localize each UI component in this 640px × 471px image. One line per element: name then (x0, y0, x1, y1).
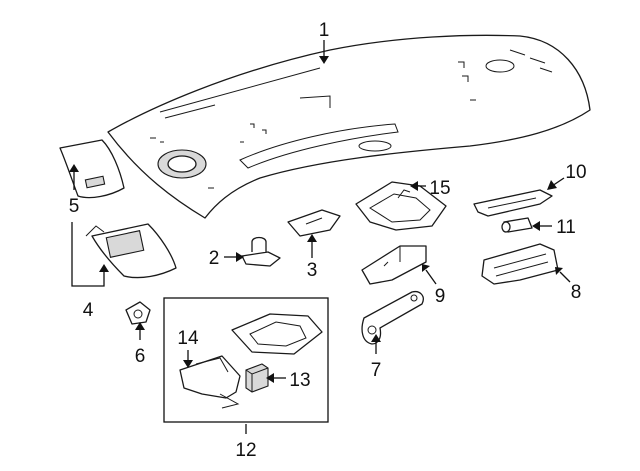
callout-5: 5 (69, 196, 80, 217)
part-3-bracket (287, 209, 341, 237)
callout-2: 2 (209, 248, 220, 269)
part-5-visor (59, 139, 125, 199)
part-6-clip (125, 301, 151, 325)
callout-8: 8 (571, 282, 582, 303)
part-12-tray (231, 313, 323, 355)
leader-lines (69, 40, 571, 434)
callout-7: 7 (371, 360, 382, 381)
callout-3: 3 (307, 260, 318, 281)
part-8-trim (481, 243, 559, 285)
part-13-switch (245, 363, 269, 393)
callout-10: 10 (565, 162, 586, 183)
callout-13: 13 (289, 370, 310, 391)
callout-11: 11 (556, 217, 576, 238)
callout-12: 12 (235, 440, 256, 461)
part-1-headliner (107, 34, 591, 219)
part-15-console (355, 181, 447, 231)
group-12-box (163, 297, 329, 423)
part-9-bracket (361, 245, 427, 285)
callout-1: 1 (319, 20, 330, 41)
callout-6: 6 (135, 346, 146, 367)
callout-9: 9 (435, 286, 446, 307)
part-11-bulb (501, 217, 533, 233)
callout-4: 4 (83, 300, 94, 321)
part-2-block (241, 236, 281, 267)
part-14-lamp (179, 355, 241, 409)
part-10-bracket (473, 189, 553, 217)
part-4-visor (85, 223, 177, 279)
callout-15: 15 (429, 178, 450, 199)
callout-14: 14 (177, 328, 199, 349)
part-7-handle (361, 290, 424, 345)
